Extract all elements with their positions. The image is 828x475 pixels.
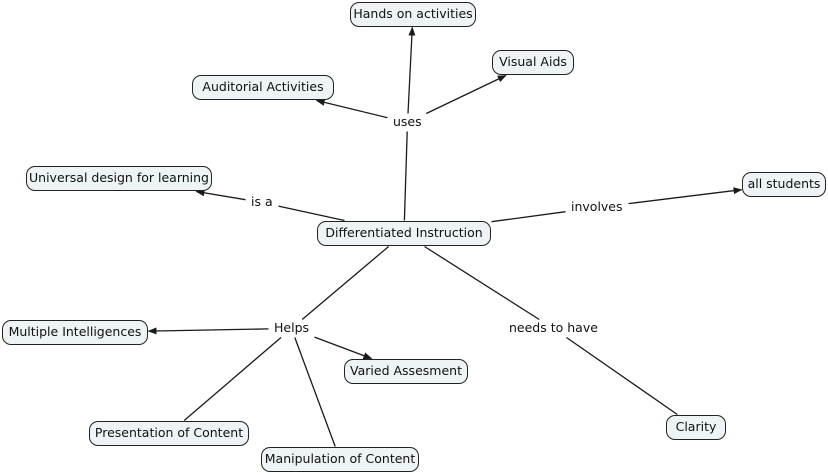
concept-node-clarity[interactable]: Clarity [666, 415, 726, 440]
edge-root-to-helps [301, 246, 390, 320]
concept-node-udl[interactable]: Universal design for learning [26, 166, 212, 191]
concept-node-varied[interactable]: Varied Assesment [344, 359, 468, 384]
concept-node-multiple[interactable]: Multiple Intelligences [2, 320, 148, 345]
edge-involves-to-allstudents [628, 187, 743, 205]
link-label-uses[interactable]: uses [390, 115, 425, 129]
concept-node-visual[interactable]: Visual Aids [492, 50, 574, 75]
concept-node-manipulation[interactable]: Manipulation of Content [261, 447, 419, 472]
concept-node-allstudents[interactable]: all students [742, 172, 826, 197]
edge-group [147, 26, 743, 447]
edge-uses-to-hands [407, 26, 416, 114]
concept-node-presentation[interactable]: Presentation of Content [89, 421, 249, 446]
edge-root-to-is-a [278, 205, 345, 222]
edge-uses-to-auditorial [315, 98, 388, 119]
link-label-is-a[interactable]: is a [248, 195, 276, 209]
edge-helps-to-manipulation [294, 337, 336, 447]
edge-helps-to-varied [314, 336, 373, 360]
edge-helps-to-presentation [183, 337, 282, 421]
edge-root-to-involves [491, 211, 566, 223]
edge-root-to-uses [403, 131, 408, 221]
edge-needs-to-have-to-clarity [566, 336, 678, 416]
edge-is-a-to-udl [195, 189, 246, 201]
link-label-needs-to-have[interactable]: needs to have [506, 321, 601, 335]
concept-node-root[interactable]: Differentiated Instruction [317, 221, 491, 246]
link-label-involves[interactable]: involves [568, 200, 626, 214]
link-label-helps[interactable]: Helps [271, 321, 313, 335]
concept-node-auditorial[interactable]: Auditorial Activities [192, 75, 334, 100]
edge-uses-to-visual [426, 74, 507, 115]
edge-helps-to-multiple [147, 327, 269, 335]
edge-root-to-needs-to-have [424, 245, 540, 321]
concept-node-hands[interactable]: Hands on activities [350, 2, 476, 27]
